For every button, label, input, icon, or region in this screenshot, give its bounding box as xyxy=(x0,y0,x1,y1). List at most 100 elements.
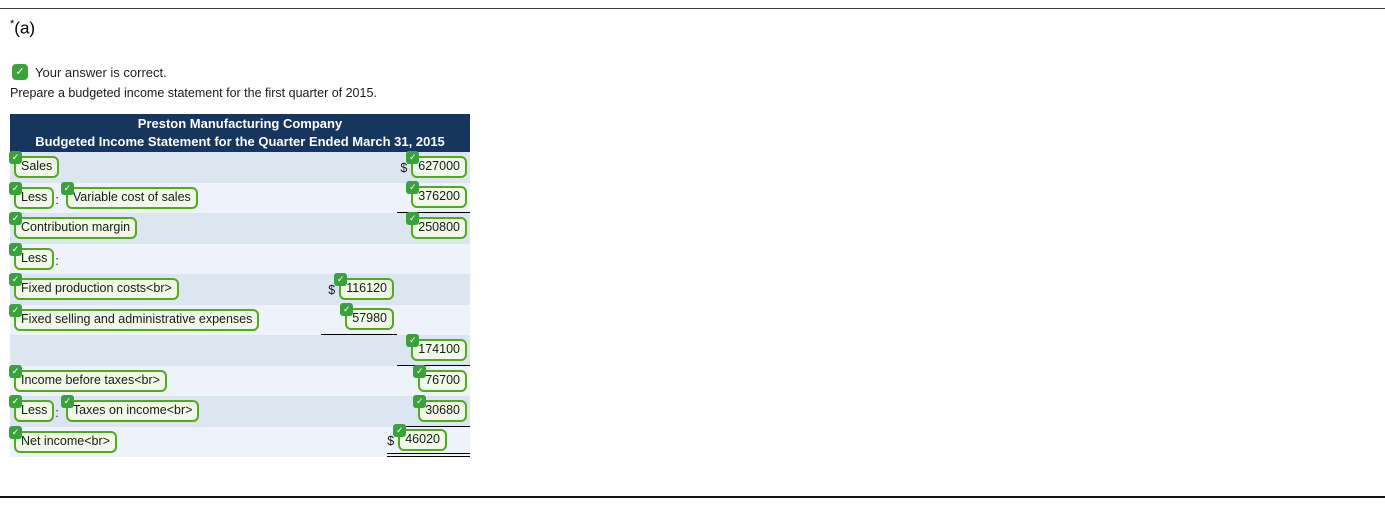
answer-box-sales-value[interactable]: ✓627000 xyxy=(406,151,467,179)
correct-check-icon: ✓ xyxy=(9,181,22,195)
statement-row-fixed-selling-admin-expenses: ✓ Fixed selling and administrative expens… xyxy=(9,303,470,336)
right-value-cell: ✓376200 xyxy=(397,181,470,213)
statement-title: Budgeted Income Statement for the Quarte… xyxy=(35,134,445,149)
right-value-cell: $✓46020 xyxy=(387,423,470,457)
answer-box-variable-cost-of-sales-value[interactable]: ✓376200 xyxy=(406,181,467,209)
answer-text: Net income<br> xyxy=(21,433,110,448)
right-value-cell xyxy=(397,305,470,336)
right-value-cell: ✓250800 xyxy=(397,212,470,244)
top-divider xyxy=(0,8,1385,9)
right-value-cell: ✓76700 xyxy=(397,364,470,397)
mid-value-cell: $✓116120 xyxy=(321,273,397,305)
answer-text: Less xyxy=(21,250,48,265)
feedback-text: Your answer is correct. xyxy=(35,64,167,80)
right-value-cell: $✓627000 xyxy=(397,151,470,183)
answer-box-fixed-selling-admin-expenses-label-0[interactable]: ✓Fixed selling and administrative expens… xyxy=(9,303,260,331)
instruction-text: Prepare a budgeted income statement for … xyxy=(10,86,377,100)
answer-box-income-before-taxes-value[interactable]: ✓76700 xyxy=(413,364,467,392)
currency-symbol: $ xyxy=(328,283,336,298)
statement-row-total-fixed-costs: ✓174100 xyxy=(10,333,470,366)
answer-box-variable-cost-of-sales-label-1[interactable]: ✓Variable cost of sales xyxy=(60,181,198,209)
correct-check-icon: ✓ xyxy=(12,64,28,80)
correct-check-icon: ✓ xyxy=(393,423,407,437)
label-cell xyxy=(10,335,321,366)
answer-box-fixed-production-costs-mid-value[interactable]: ✓116120 xyxy=(334,273,394,301)
currency-symbol: $ xyxy=(400,161,408,176)
statement-row-fixed-production-costs: ✓Fixed production costs<br> $✓116120 xyxy=(9,273,470,305)
answer-text: Variable cost of sales xyxy=(72,189,191,204)
correct-check-icon: ✓ xyxy=(9,395,22,409)
statement-row-net-income: ✓Net income<br>$✓46020 xyxy=(9,423,470,458)
correct-check-icon: ✓ xyxy=(340,303,354,317)
mid-value-cell xyxy=(321,152,397,183)
answer-box-taxes-on-income-label-0[interactable]: ✓Less xyxy=(9,395,55,423)
bottom-divider xyxy=(0,496,1385,498)
label-separator: : xyxy=(55,192,59,207)
right-value-cell: ✓30680 xyxy=(397,394,470,427)
mid-value-cell xyxy=(321,244,397,275)
answer-text: 376200 xyxy=(418,189,460,204)
heading-label: (a) xyxy=(14,18,36,38)
correct-check-icon: ✓ xyxy=(406,333,420,347)
answer-text: 174100 xyxy=(418,341,460,356)
correct-check-icon: ✓ xyxy=(9,364,22,378)
answer-box-contribution-margin-label-0[interactable]: ✓Contribution margin xyxy=(9,212,138,240)
answer-box-taxes-on-income-value[interactable]: ✓30680 xyxy=(413,394,467,422)
statement-row-taxes-on-income: ✓Less:✓Taxes on income<br>✓30680 xyxy=(9,394,470,427)
right-value-cell: ✓174100 xyxy=(397,333,470,366)
label-separator: : xyxy=(55,406,59,421)
mid-value-cell xyxy=(321,213,397,244)
answer-box-taxes-on-income-label-1[interactable]: ✓Taxes on income<br> xyxy=(60,395,200,423)
answer-box-fixed-selling-admin-expenses-mid-value[interactable]: ✓57980 xyxy=(340,303,394,331)
correct-check-icon: ✓ xyxy=(9,273,22,287)
answer-text: 76700 xyxy=(425,372,460,387)
answer-text: 57980 xyxy=(352,311,387,326)
answer-text: Less xyxy=(21,403,48,418)
statement-row-income-before-taxes: ✓Income before taxes<br>✓76700 xyxy=(9,364,470,397)
statement-row-variable-cost-of-sales: ✓Less:✓Variable cost of sales✓376200 xyxy=(9,181,470,214)
answer-box-income-before-taxes-label-0[interactable]: ✓Income before taxes<br> xyxy=(9,364,167,392)
label-cell: ✓Net income<br> xyxy=(9,425,311,458)
label-cell: ✓Income before taxes<br> xyxy=(9,364,321,397)
correct-check-icon: ✓ xyxy=(406,181,420,195)
answer-box-fixed-production-costs-label-0[interactable]: ✓Fixed production costs<br> xyxy=(9,273,179,301)
right-value-cell xyxy=(397,244,470,275)
answer-text: 46020 xyxy=(405,431,440,446)
answer-box-contribution-margin-value[interactable]: ✓250800 xyxy=(406,212,467,240)
answer-box-less-label-0[interactable]: ✓Less xyxy=(9,242,55,270)
section-heading: *(a) xyxy=(10,18,35,39)
correct-check-icon: ✓ xyxy=(413,394,427,408)
answer-text: Taxes on income<br> xyxy=(72,403,193,418)
label-cell: ✓Less: xyxy=(9,242,321,275)
correct-check-icon: ✓ xyxy=(334,273,348,287)
answer-feedback: ✓ Your answer is correct. xyxy=(12,64,167,80)
mid-value-cell xyxy=(321,366,397,397)
mid-value-cell xyxy=(321,335,397,366)
statement-row-less: ✓Less: xyxy=(9,242,470,275)
statement-row-sales: ✓Sales$✓627000 xyxy=(9,151,470,183)
answer-text: Sales xyxy=(21,159,53,174)
label-cell: ✓Contribution margin xyxy=(9,212,321,244)
label-cell: ✓Fixed selling and administrative expens… xyxy=(9,303,321,336)
answer-text: 30680 xyxy=(425,402,460,417)
correct-check-icon: ✓ xyxy=(406,212,420,226)
answer-box-sales-label-0[interactable]: ✓Sales xyxy=(9,151,60,179)
correct-check-icon: ✓ xyxy=(406,151,420,165)
label-separator: : xyxy=(55,253,59,268)
answer-box-net-income-value[interactable]: ✓46020 xyxy=(393,423,447,451)
answer-text: Contribution margin xyxy=(21,220,131,235)
correct-check-icon: ✓ xyxy=(9,242,22,256)
answer-text: Income before taxes<br> xyxy=(21,372,160,387)
label-cell: ✓Less:✓Variable cost of sales xyxy=(9,181,321,214)
answer-box-net-income-label-0[interactable]: ✓Net income<br> xyxy=(9,425,117,453)
answer-box-variable-cost-of-sales-label-0[interactable]: ✓Less xyxy=(9,181,55,209)
correct-check-icon: ✓ xyxy=(413,364,427,378)
label-cell: ✓Fixed production costs<br> xyxy=(9,273,321,305)
mid-value-cell xyxy=(321,183,397,214)
right-value-cell xyxy=(397,274,470,305)
company-name: Preston Manufacturing Company xyxy=(137,116,343,131)
correct-check-icon: ✓ xyxy=(9,425,22,439)
answer-box-total-fixed-costs-value[interactable]: ✓174100 xyxy=(406,333,467,361)
answer-text: Fixed selling and administrative expense… xyxy=(21,311,253,326)
correct-check-icon: ✓ xyxy=(60,181,74,195)
